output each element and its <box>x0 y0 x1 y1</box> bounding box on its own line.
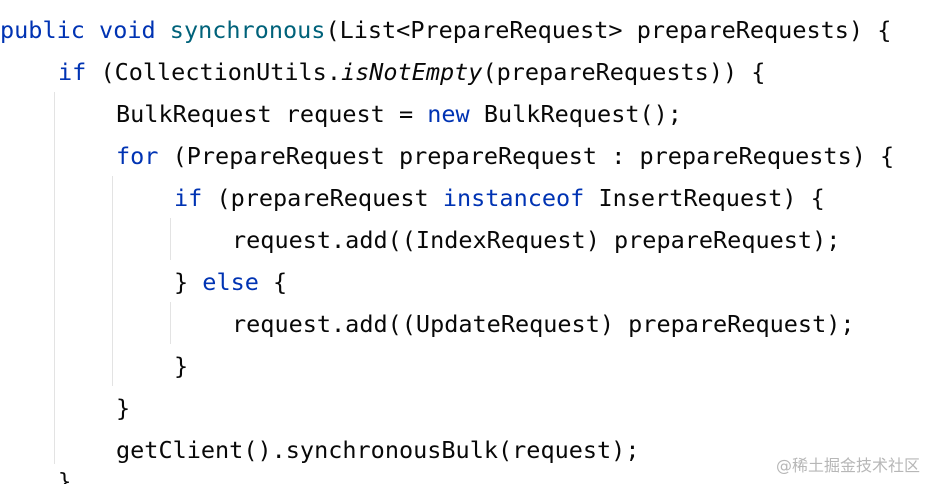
code-token: if <box>174 184 203 212</box>
code-token: void <box>99 16 156 44</box>
code-token: (CollectionUtils. <box>86 58 341 86</box>
partial-line-top: ' <box>2 0 16 13</box>
code-token: } <box>174 268 203 296</box>
code-token <box>85 16 99 44</box>
code-line-8[interactable]: request.add((UpdateRequest) prepareReque… <box>232 303 855 345</box>
code-token: for <box>116 142 159 170</box>
code-token: BulkRequest request = <box>116 100 428 128</box>
code-line-6[interactable]: request.add((IndexRequest) prepareReques… <box>232 219 840 261</box>
code-token: } <box>174 352 189 380</box>
code-line-10[interactable]: } <box>116 387 130 429</box>
code-token: (prepareRequest <box>202 184 443 212</box>
code-token <box>156 16 170 44</box>
code-token: InsertRequest) { <box>584 184 825 212</box>
code-line-11[interactable]: getClient().synchronousBulk(request); <box>116 429 639 471</box>
code-line-1[interactable]: public void synchronous(List<PrepareRequ… <box>0 9 891 51</box>
code-token: } <box>116 394 131 422</box>
code-token: getClient().synchronousBulk(request); <box>116 436 640 464</box>
code-line-5[interactable]: if (prepareRequest instanceof InsertRequ… <box>174 177 825 219</box>
code-line-4[interactable]: for (PrepareRequest prepareRequest : pre… <box>116 135 894 177</box>
code-token: instanceof <box>442 184 585 212</box>
code-line-9[interactable]: } <box>174 345 188 387</box>
code-token: public <box>0 16 85 44</box>
code-line-7[interactable]: } else { <box>174 261 287 303</box>
code-token: new <box>427 100 470 128</box>
partial-line-bottom: } <box>58 470 72 484</box>
code-line-3[interactable]: BulkRequest request = new BulkRequest(); <box>116 93 682 135</box>
code-token: (prepareRequests)) { <box>482 58 766 86</box>
indent-guide <box>170 218 171 260</box>
code-token: isNotEmpty <box>340 58 483 86</box>
code-token: (List<PrepareRequest> prepareRequests) { <box>325 16 892 44</box>
code-token: BulkRequest(); <box>469 100 682 128</box>
watermark: @稀土掘金技术社区 <box>775 456 920 475</box>
code-token: synchronous <box>169 16 326 44</box>
code-token: else <box>202 268 259 296</box>
code-token: (PrepareRequest prepareRequest : prepare… <box>158 142 895 170</box>
code-token: if <box>58 58 87 86</box>
code-token: { <box>258 268 288 296</box>
code-token: request.add((UpdateRequest) prepareReque… <box>232 310 855 338</box>
code-token: request.add((IndexRequest) prepareReques… <box>232 226 841 254</box>
indent-guide <box>112 176 113 386</box>
indent-guide <box>170 302 171 344</box>
code-line-2[interactable]: if (CollectionUtils.isNotEmpty(prepareRe… <box>58 51 765 93</box>
indent-guide <box>54 92 55 464</box>
